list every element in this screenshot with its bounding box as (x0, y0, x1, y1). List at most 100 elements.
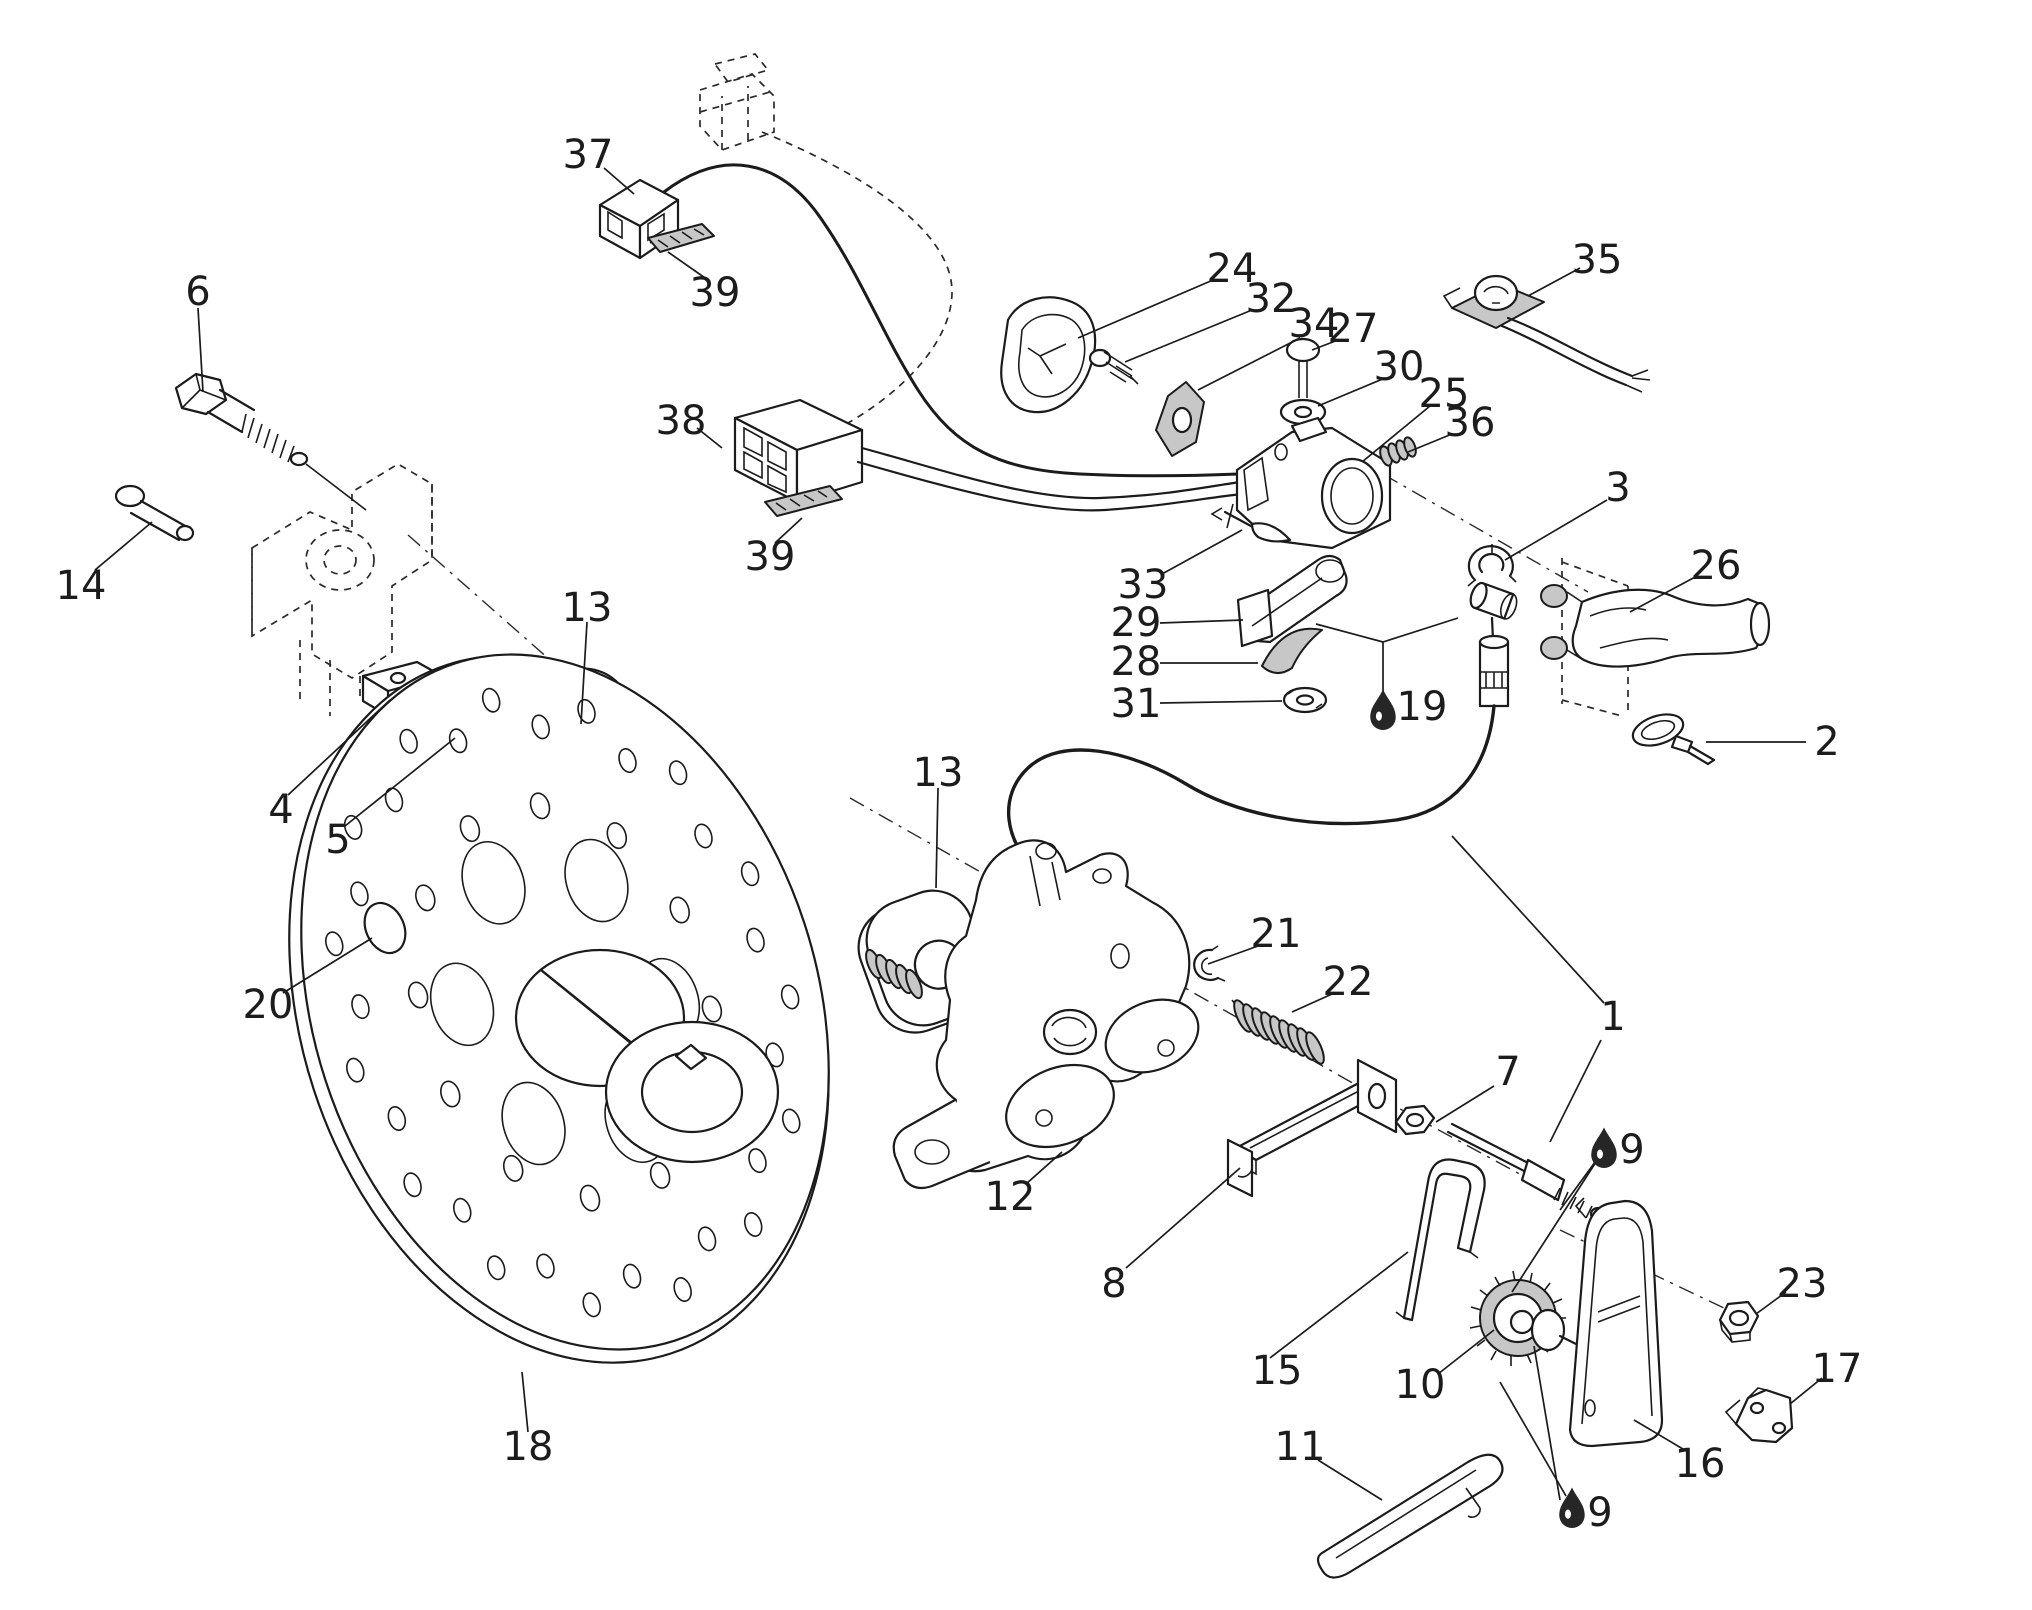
part-callout-25: 25 (1419, 371, 1470, 417)
disc-large-hole (501, 1081, 566, 1166)
part-callout-24: 24 (1207, 246, 1258, 292)
part-callout-23: 23 (1777, 1261, 1828, 1307)
part-callout-4: 4 (268, 787, 293, 833)
leader-line (1527, 267, 1581, 297)
lever-pivot-bosses (1540, 584, 1568, 660)
part-callout-34: 34 (1289, 301, 1340, 347)
disc-holes (325, 687, 801, 1318)
disc-perforation (407, 981, 429, 1009)
brake-switch-35 (1442, 274, 1651, 393)
spring-pin-36 (1379, 436, 1417, 467)
part-callout-29: 29 (1111, 600, 1162, 646)
leader-line (1789, 1377, 1823, 1405)
leader-line (1125, 1167, 1241, 1269)
clevis-pin-14 (114, 484, 195, 542)
part-callout-19: 19 (1397, 684, 1448, 730)
part-callout-17: 17 (1812, 1346, 1863, 1392)
leader-line (1533, 1345, 1561, 1501)
washer-30 (1279, 398, 1327, 426)
c-clip-21 (1193, 945, 1226, 982)
ghost-connector (699, 53, 953, 424)
part-callout-6: 6 (185, 269, 210, 315)
part-callout-18: 18 (503, 1424, 554, 1470)
disc-large-hole (564, 838, 629, 923)
caliper-12 (892, 839, 1200, 1190)
leader-line (774, 517, 803, 544)
disc-perforation (536, 1253, 555, 1279)
washer-31 (1282, 686, 1328, 714)
disc-large-hole (461, 841, 526, 925)
leader-line (935, 787, 939, 889)
part-callout-33: 33 (1118, 562, 1169, 608)
leader-line (1451, 835, 1605, 1004)
part-callout-28: 28 (1111, 639, 1162, 685)
disc-perforation (606, 822, 628, 850)
leader-line (1159, 619, 1244, 624)
disc-perforation (486, 1255, 506, 1281)
part-callout-31: 31 (1111, 681, 1162, 727)
leader-line (1207, 945, 1259, 965)
part-callout-39: 39 (690, 270, 741, 316)
leader-line (1197, 337, 1301, 391)
screw-32 (1088, 348, 1139, 385)
leader-line (1317, 1459, 1383, 1501)
leader-line (1161, 529, 1243, 575)
part-callout-32: 32 (1246, 276, 1297, 322)
o-ring-20 (363, 901, 407, 955)
part-callout-16: 16 (1675, 1441, 1726, 1487)
lock-nut-7 (1394, 1104, 1436, 1136)
brake-disc-18 (288, 653, 830, 1364)
disc-perforation (743, 1212, 763, 1237)
leader-line (667, 251, 709, 281)
part-callout-9: 9 (1587, 1490, 1612, 1536)
ghost-harness-strap (761, 131, 953, 424)
leader-line (287, 699, 391, 796)
disc-perforation (740, 861, 760, 887)
disc-perforation (481, 687, 501, 713)
part-callout-13: 13 (562, 585, 613, 631)
part-callout-37: 37 (563, 132, 614, 178)
part-callout-39: 39 (745, 534, 796, 580)
disc-perforation (350, 881, 369, 907)
leader-line (1124, 309, 1253, 363)
centre-line (1354, 457, 1589, 593)
disc-perforation (387, 1106, 407, 1131)
part-callout-21: 21 (1251, 911, 1302, 957)
part-callout-26: 26 (1691, 543, 1742, 589)
part-callout-14: 14 (56, 563, 107, 609)
disc-perforation (531, 714, 550, 740)
brake-pad (1005, 1063, 1115, 1149)
leader-line (1499, 1381, 1567, 1497)
grommet-stud-threads (865, 948, 923, 1000)
leader-line (1511, 1161, 1597, 1293)
part-callout-36: 36 (1445, 400, 1496, 446)
disc-perforation (403, 1172, 422, 1198)
leader-line (1437, 1329, 1495, 1375)
disc-perforation (673, 1277, 692, 1302)
grease-droplet-icon (1591, 1127, 1617, 1168)
disc-perforation (668, 760, 688, 786)
clip-plate-17 (1724, 1387, 1794, 1444)
leader-line (1269, 1251, 1409, 1359)
leader-line (1504, 499, 1608, 561)
leader-line (1311, 339, 1339, 351)
disc-perforation (780, 984, 800, 1010)
leader-line (94, 521, 153, 571)
disc-perforation (694, 823, 713, 849)
leader-line (1077, 279, 1214, 339)
part-callout-2: 2 (1814, 719, 1839, 765)
disc-perforation (781, 1108, 801, 1134)
disc-perforation (701, 995, 723, 1023)
brake-lever-26 (1566, 588, 1771, 668)
part-callout-30: 30 (1374, 344, 1425, 390)
part-callout-3: 3 (1605, 465, 1630, 511)
part-callout-7: 7 (1495, 1049, 1520, 1095)
disc-perforation (452, 1197, 472, 1223)
disc-perforation (529, 792, 551, 820)
part-callout-27: 27 (1328, 306, 1379, 352)
spring-clip-15 (1395, 1158, 1486, 1322)
part-callout-35: 35 (1572, 237, 1623, 283)
leader-line (1435, 1085, 1495, 1123)
nut-23 (1718, 1300, 1760, 1343)
